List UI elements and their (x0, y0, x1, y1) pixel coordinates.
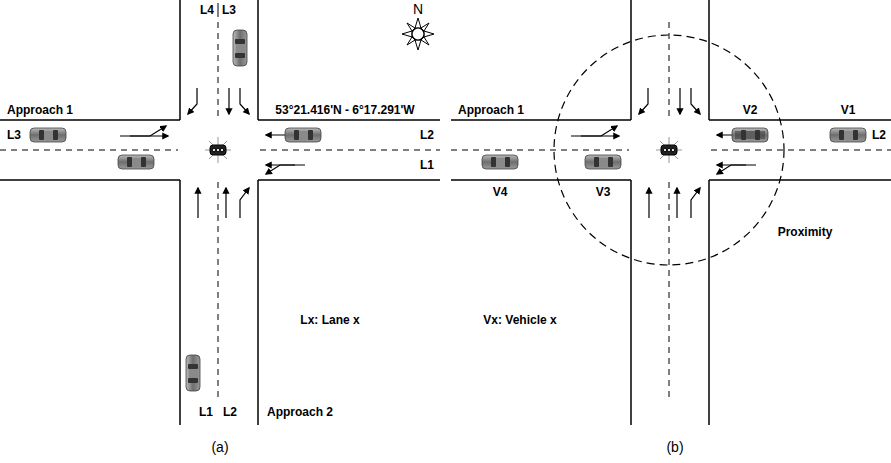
road-label: L2 (871, 129, 887, 141)
compass (402, 18, 434, 50)
road-label: 53°21.416'N - 6°17.291'W (274, 104, 415, 116)
road-label: L2 (222, 406, 238, 418)
road-label: L3 (221, 4, 237, 16)
road-label: V3 (595, 186, 612, 198)
road-label: L2 (419, 129, 435, 141)
road-label: (b) (665, 440, 684, 454)
proximity-circle (554, 35, 784, 265)
road-label: N (412, 2, 424, 16)
lane-separator (218, 3, 219, 17)
road-label: L1 (419, 159, 435, 171)
road-label: Approach 1 (6, 104, 74, 116)
road-label: V4 (492, 186, 509, 198)
road-label: L3 (6, 129, 22, 141)
highlighted-car (735, 131, 765, 139)
road-label: V2 (742, 104, 759, 116)
road-label: L1 (198, 406, 214, 418)
road-label: V1 (840, 104, 857, 116)
road-label: Approach 1 (457, 104, 525, 116)
road-label: Approach 2 (266, 406, 334, 418)
road-label: Vx: Vehicle x (482, 314, 557, 326)
road-label: L4 (199, 4, 215, 16)
road-label: (a) (210, 440, 229, 454)
road-label: Lx: Lane x (299, 314, 360, 326)
road-label: Proximity (777, 226, 834, 238)
